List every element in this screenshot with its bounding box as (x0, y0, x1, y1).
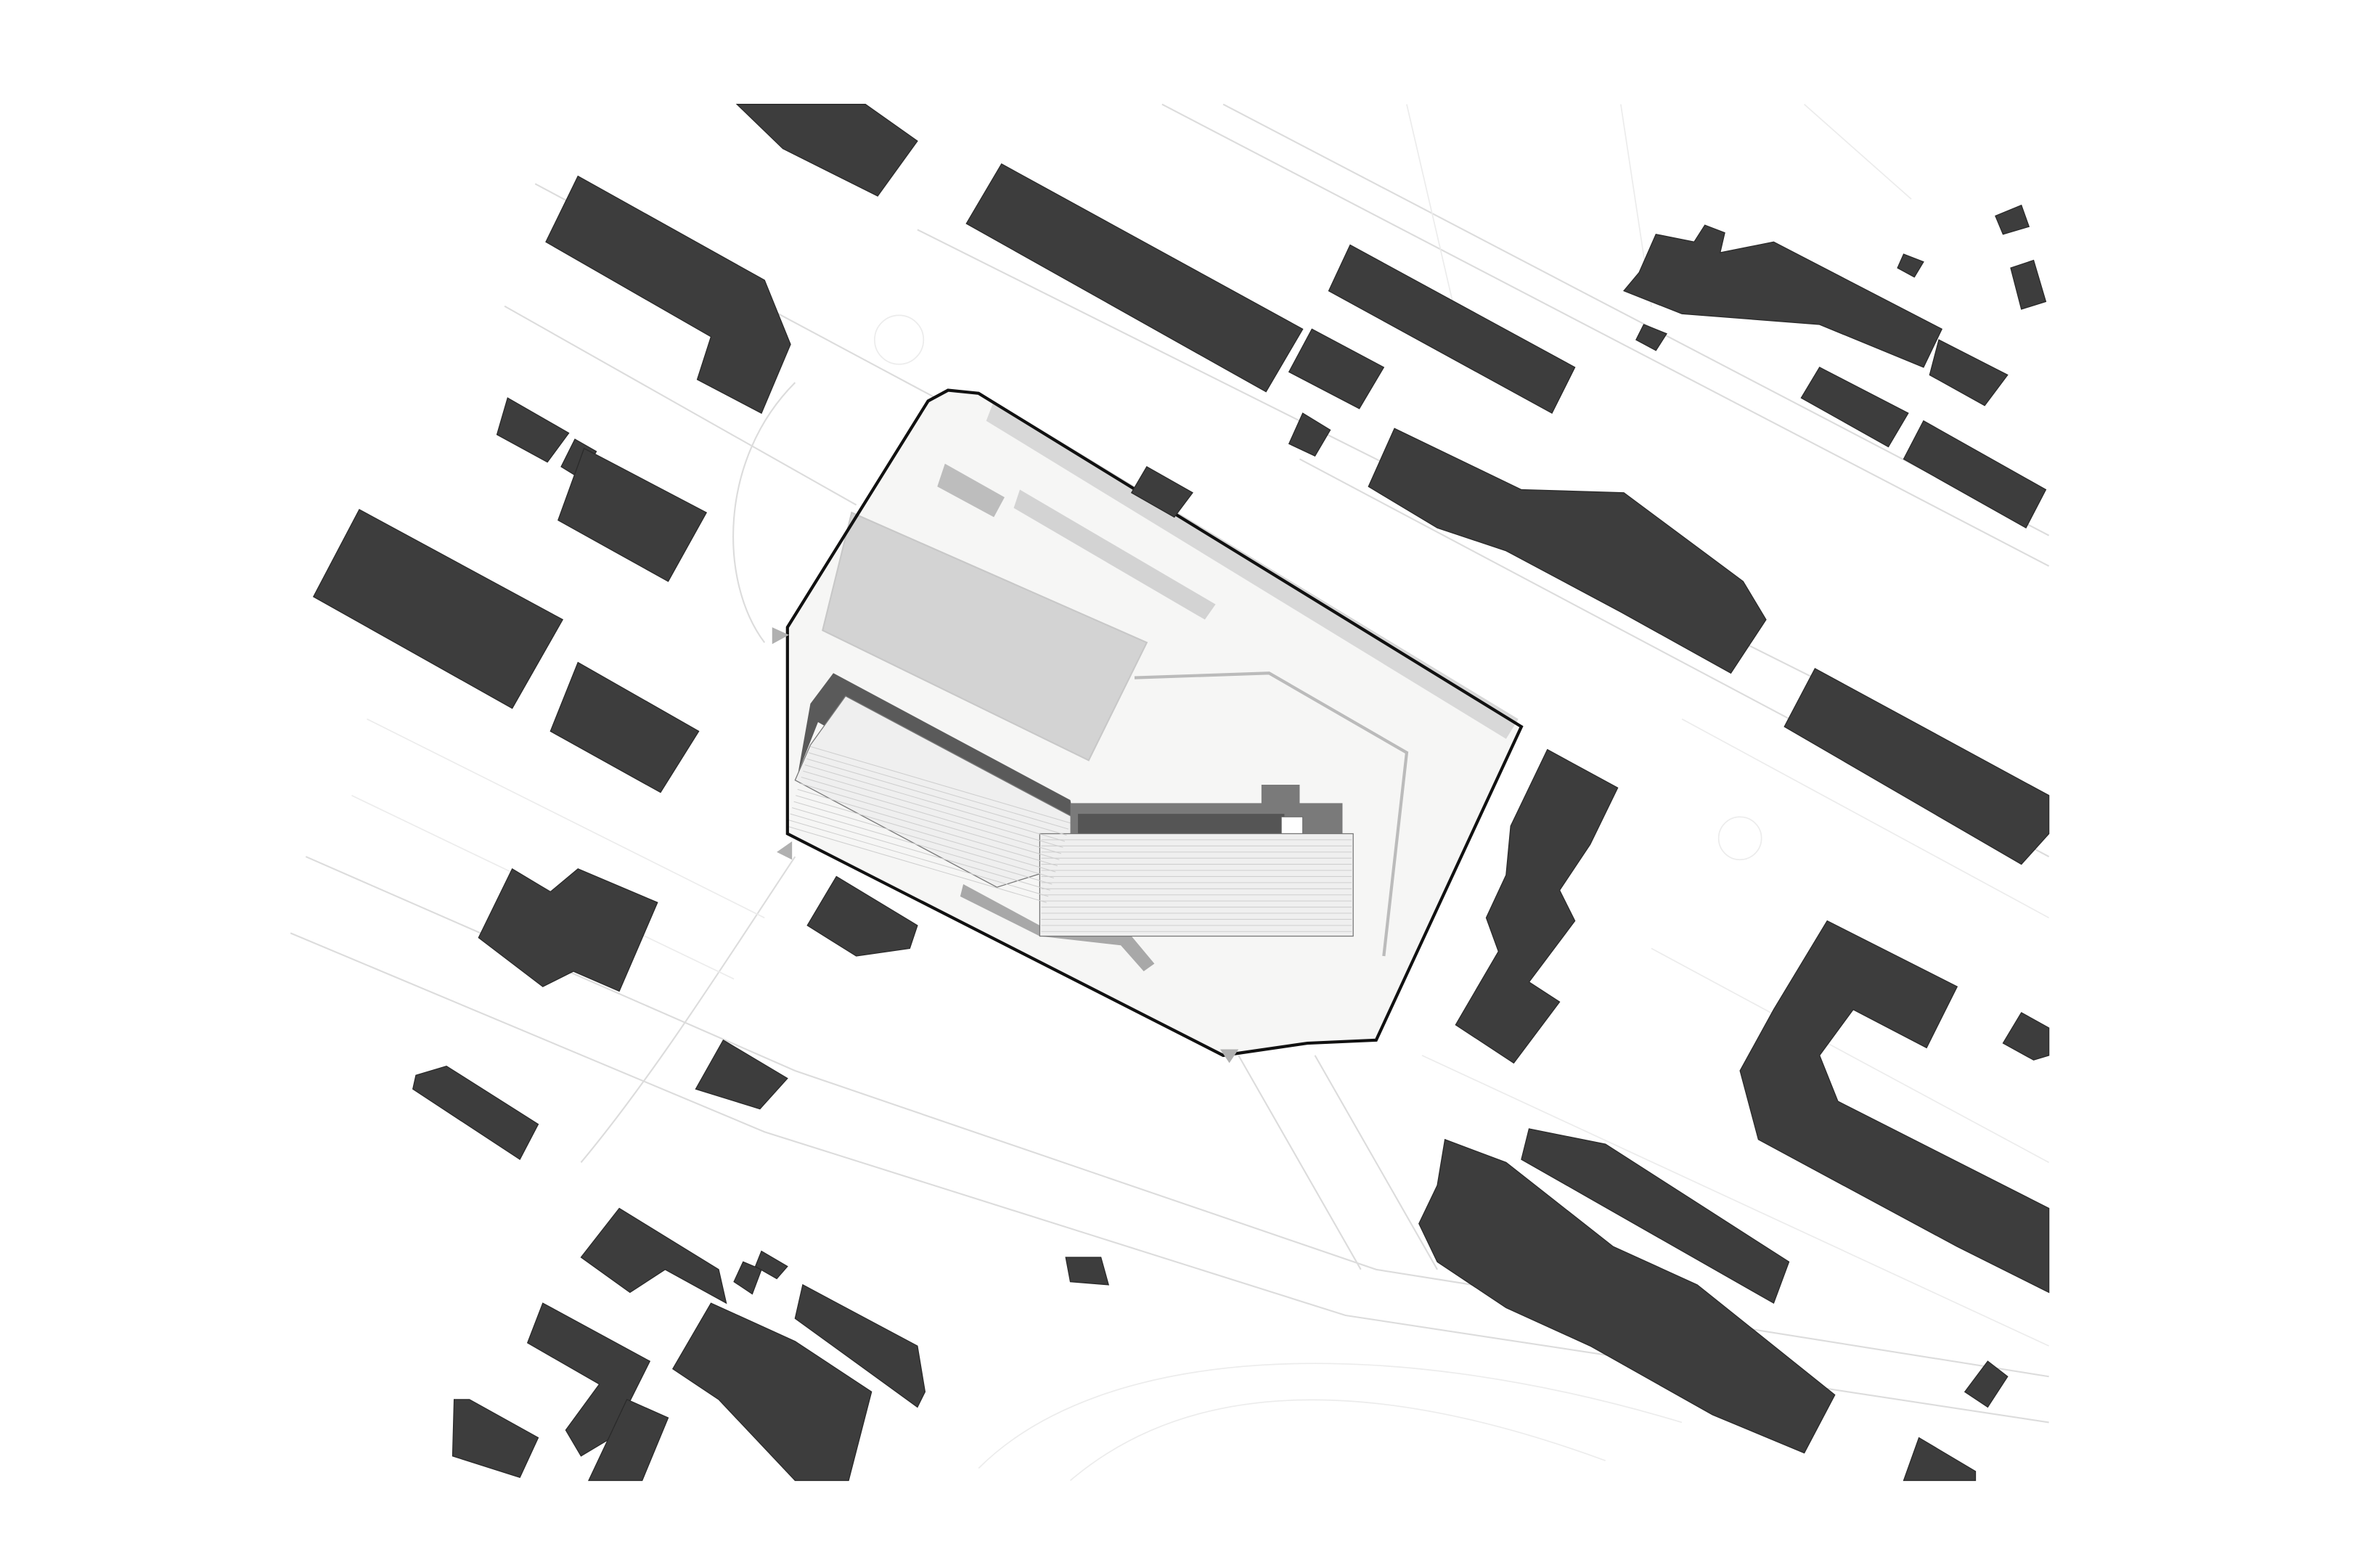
roof-stripe (790, 813, 1050, 891)
building (754, 1250, 788, 1280)
building (412, 1065, 539, 1161)
building (1418, 1138, 1836, 1454)
roof-stripe (788, 819, 1049, 897)
building (478, 868, 658, 992)
building (1995, 204, 2030, 235)
building (1288, 328, 1385, 409)
building (794, 1283, 926, 1408)
site-boundary (785, 388, 1524, 1058)
roof-stripe (803, 770, 1063, 848)
building (1897, 253, 1924, 278)
building (2002, 1012, 2050, 1061)
building (1635, 324, 1667, 351)
building (1455, 748, 1619, 1064)
building (1964, 1360, 2009, 1408)
roof-stripe (786, 825, 1047, 903)
building (2010, 259, 2047, 310)
parking-strip (986, 401, 1519, 739)
building (451, 1399, 539, 1479)
building (1929, 339, 2009, 407)
roof-stripe (804, 764, 1066, 842)
building (1903, 420, 2047, 529)
building (1521, 1128, 1790, 1304)
roof-stripe (793, 801, 1054, 879)
entrance-marker-south-icon (1219, 1049, 1239, 1063)
building (735, 104, 918, 197)
building (1328, 244, 1576, 415)
building (1739, 920, 2050, 1294)
roof-stripe (799, 783, 1060, 860)
building (1368, 428, 1767, 674)
entrance-marker-southwest-icon (777, 841, 793, 860)
building (557, 447, 708, 582)
roof-stripe (791, 807, 1053, 885)
building (545, 175, 791, 415)
entrance-marker-west-icon (772, 627, 789, 645)
building (1288, 412, 1331, 457)
building (695, 1039, 788, 1110)
building (496, 397, 570, 463)
roof-stripes (786, 746, 1352, 932)
roof-stripe (801, 777, 1062, 854)
school-roof (1039, 833, 1354, 937)
building (671, 1302, 873, 1482)
project-site (772, 388, 1524, 1063)
building (1623, 224, 1943, 368)
dark-corridor (1078, 814, 1285, 834)
building (1783, 668, 2050, 865)
roof-stripe (810, 746, 1071, 824)
light-well (1280, 816, 1304, 834)
sports-field (822, 511, 1148, 761)
building (580, 1207, 727, 1304)
building (965, 163, 1304, 393)
roof-stripe (797, 788, 1058, 867)
building (1065, 1257, 1110, 1286)
building (312, 509, 564, 709)
roof-stripe (808, 752, 1069, 830)
long-court (1013, 489, 1216, 620)
building (806, 875, 918, 957)
path-wall (1134, 671, 1409, 957)
building (1903, 1437, 1977, 1482)
roof-stripe (806, 758, 1067, 836)
building (587, 1399, 669, 1482)
building (1800, 367, 1909, 448)
small-court (937, 463, 1005, 518)
building (1130, 466, 1193, 518)
neighbour-buildings (312, 104, 2050, 1482)
roof-stripe (796, 795, 1056, 873)
building (549, 661, 700, 793)
